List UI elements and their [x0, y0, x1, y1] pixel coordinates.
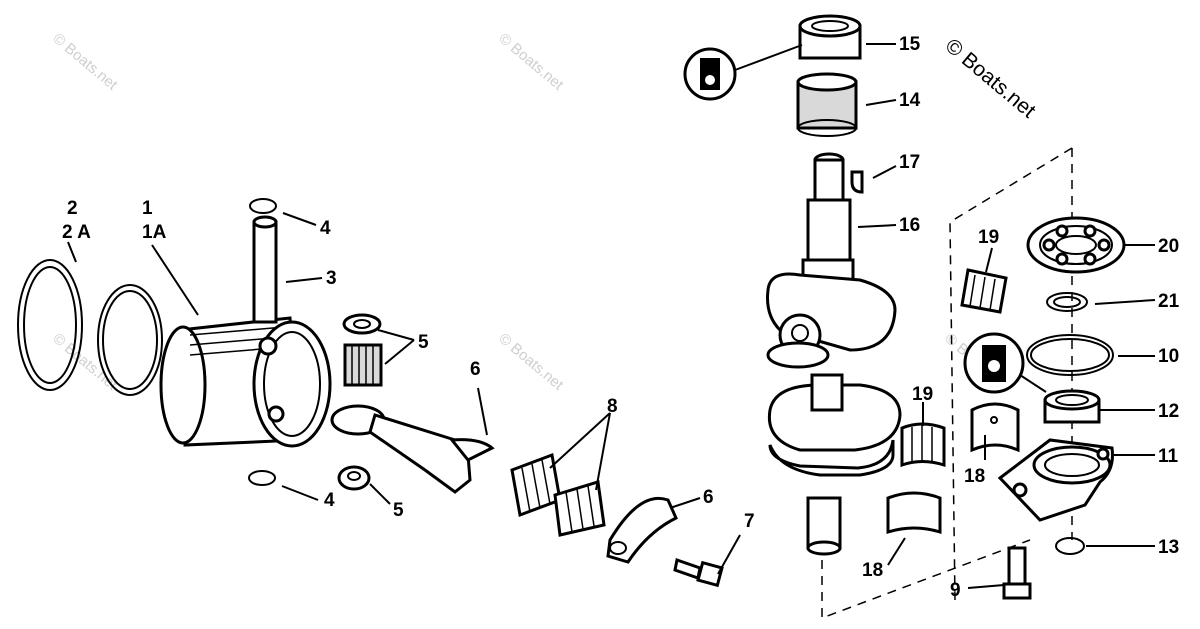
alignment-dashed-lines — [821, 147, 1073, 620]
callout-7: 7 — [744, 511, 755, 532]
callout-3: 3 — [326, 268, 337, 289]
callout-1a: 1A — [142, 222, 167, 243]
callout-19-right: 19 — [912, 384, 933, 405]
callout-5-top: 5 — [418, 332, 429, 353]
thrust-washer-top — [342, 313, 382, 335]
connecting-rod — [330, 404, 495, 494]
callout-4-bottom: 4 — [324, 490, 335, 511]
seal-detail-bubble-upper — [683, 44, 803, 101]
needle-bearing-upper — [796, 72, 858, 137]
retaining-ring-bottom — [248, 470, 276, 486]
lower-bearing-housing — [997, 438, 1114, 522]
callout-6-rod: 6 — [470, 359, 481, 380]
crankshaft — [766, 152, 902, 556]
callout-18-left: 18 — [964, 466, 985, 487]
watermark-main: © Boats.net — [941, 34, 1040, 122]
callout-11: 11 — [1158, 446, 1179, 467]
watermark-faint: © Boats.net — [495, 330, 567, 394]
rod-bearing-right — [553, 480, 606, 537]
rod-bolt — [673, 558, 724, 588]
watermark-faint: © Boats.net — [49, 30, 121, 94]
callout-18-right: 18 — [862, 560, 883, 581]
callout-4-top: 4 — [320, 218, 331, 239]
bearing-retaining-ring — [1046, 292, 1088, 312]
watermark-faint: © Boats.net — [495, 30, 567, 94]
wrist-pin-needle-bearing — [343, 343, 383, 387]
callout-21: 21 — [1158, 291, 1180, 312]
callout-17: 17 — [899, 152, 920, 173]
callout-13: 13 — [1158, 537, 1179, 558]
o-ring — [1026, 334, 1114, 376]
rod-cap — [606, 496, 678, 564]
piston-rings — [17, 259, 163, 396]
callouts: 2 2 A 1 1A 4 3 5 6 8 4 5 6 7 15 14 17 16… — [62, 34, 1180, 601]
callout-2: 2 — [67, 198, 78, 219]
callout-8: 8 — [607, 396, 618, 417]
retaining-ring-top — [249, 198, 277, 214]
callout-19-left: 19 — [978, 227, 999, 248]
callout-12: 12 — [1158, 401, 1179, 422]
callout-15: 15 — [899, 34, 921, 55]
leader-lines — [67, 43, 1156, 589]
rod-bearing-left — [510, 452, 562, 518]
ball-bearing — [1026, 216, 1126, 274]
seal-detail-bubble-lower — [963, 332, 1047, 394]
main-bearing-half-18-left — [970, 402, 1020, 453]
thrust-washer-bottom — [337, 465, 371, 491]
piston — [159, 316, 332, 448]
callout-6-cap: 6 — [703, 487, 714, 508]
o-ring-small — [1055, 537, 1085, 555]
callout-16: 16 — [899, 215, 920, 236]
main-bearing-half-18-right — [886, 491, 942, 535]
woodruff-key — [850, 170, 864, 194]
main-bearing-half-19-right — [900, 422, 946, 468]
callout-14: 14 — [899, 90, 921, 111]
callout-10: 10 — [1158, 346, 1179, 367]
callout-1: 1 — [142, 198, 153, 219]
callout-5-bottom: 5 — [393, 500, 404, 521]
callout-2a: 2 A — [62, 222, 91, 243]
oil-seal-upper — [798, 14, 862, 60]
callout-20: 20 — [1158, 236, 1179, 257]
main-bearing-half-19-left — [960, 268, 1008, 314]
oil-seal-lower — [1043, 389, 1101, 424]
housing-screw — [1002, 546, 1032, 600]
piston-pin — [252, 215, 278, 324]
callout-9: 9 — [950, 580, 961, 601]
